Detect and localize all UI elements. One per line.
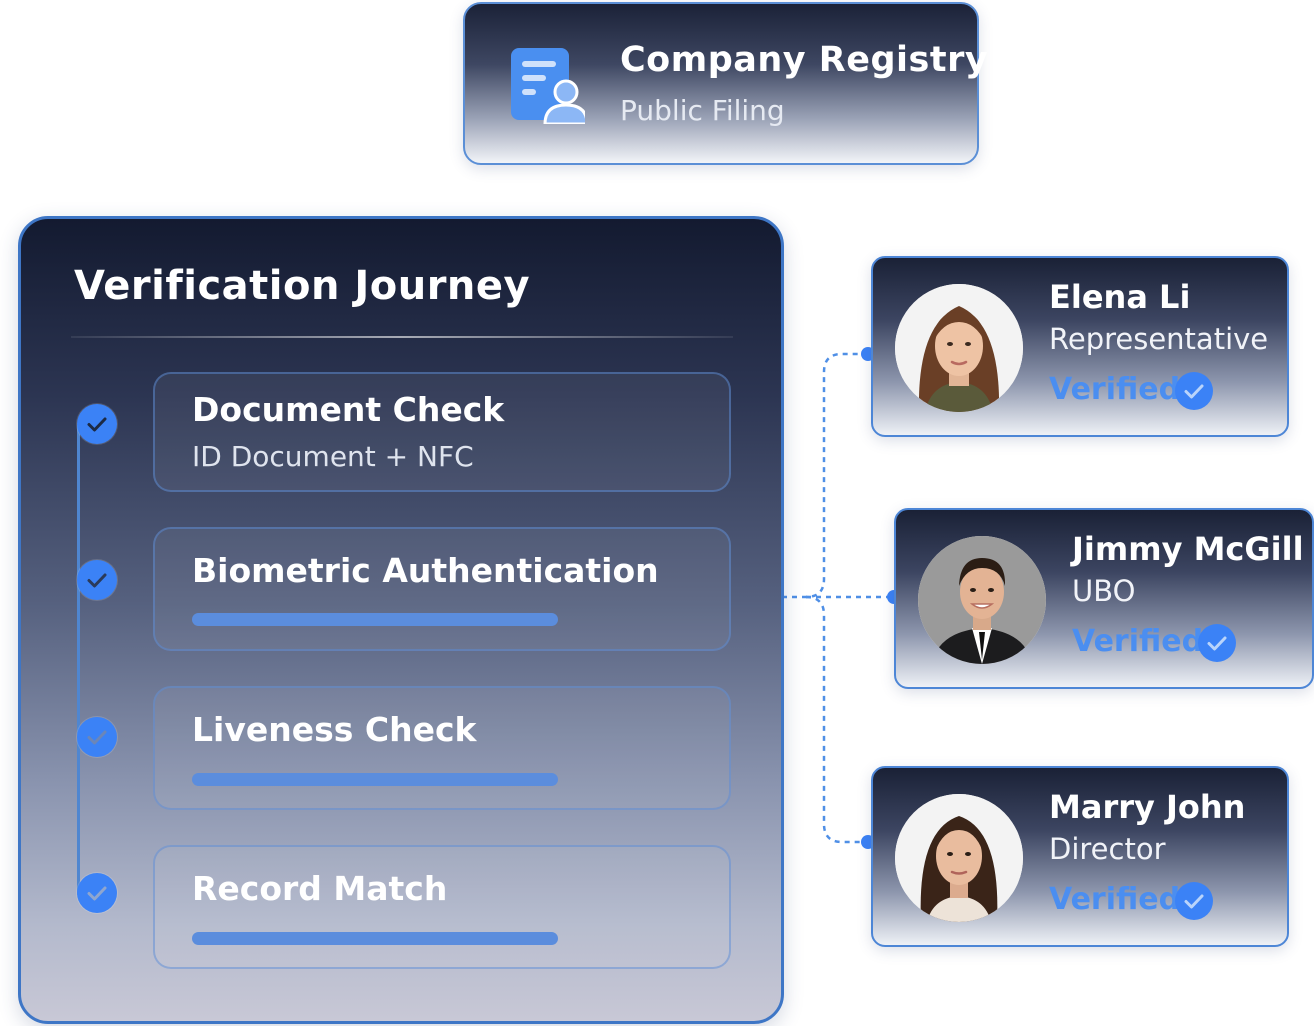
step-check-icon-biometric xyxy=(77,560,117,600)
company-registry-card[interactable]: Company Registry Public Filing xyxy=(463,2,988,165)
verified-check-icon xyxy=(1175,372,1213,410)
avatar xyxy=(918,536,1046,664)
step-document-check[interactable]: Document Check ID Document + NFC xyxy=(153,372,731,492)
step-subtitle: ID Document + NFC xyxy=(192,440,474,473)
registry-subtitle: Public Filing xyxy=(620,94,785,127)
person-status: Verified xyxy=(1049,372,1181,407)
step-biometric-authentication[interactable]: Biometric Authentication xyxy=(153,527,731,651)
avatar xyxy=(895,794,1023,922)
registry-document-user-icon xyxy=(511,48,585,124)
step-liveness-check[interactable]: Liveness Check xyxy=(153,686,731,810)
journey-title: Verification Journey xyxy=(74,263,531,309)
person-name: Marry John xyxy=(1049,788,1246,826)
registry-title: Company Registry xyxy=(620,40,989,80)
person-card-elena-li[interactable]: Elena Li Representative Verified xyxy=(871,256,1289,437)
verification-journey-panel: Verification Journey xyxy=(18,216,784,1024)
step-check-icon-liveness xyxy=(77,717,117,757)
person-role: Director xyxy=(1049,832,1166,866)
person-name: Jimmy McGill xyxy=(1072,530,1304,568)
step-title: Document Check xyxy=(192,390,505,429)
verified-check-icon xyxy=(1175,882,1213,920)
journey-divider xyxy=(71,336,733,338)
step-check-icon-record xyxy=(77,873,117,913)
step-progress-bar xyxy=(192,773,558,786)
person-status: Verified xyxy=(1049,882,1181,917)
step-title: Biometric Authentication xyxy=(192,551,659,590)
person-card-marry-john[interactable]: Marry John Director Verified xyxy=(871,766,1289,947)
person-role: Representative xyxy=(1049,322,1269,356)
step-progress-bar xyxy=(192,613,558,626)
step-progress-bar xyxy=(192,932,558,945)
avatar xyxy=(895,284,1023,412)
person-role: UBO xyxy=(1072,574,1136,608)
step-check-icon-document xyxy=(77,404,117,444)
step-title: Record Match xyxy=(192,869,448,908)
step-title: Liveness Check xyxy=(192,710,477,749)
timeline-line xyxy=(77,425,80,895)
step-record-match[interactable]: Record Match xyxy=(153,845,731,969)
verified-check-icon xyxy=(1198,624,1236,662)
person-card-jimmy-mcgill[interactable]: Jimmy McGill UBO Verified xyxy=(894,508,1314,689)
person-status: Verified xyxy=(1072,624,1204,659)
person-name: Elena Li xyxy=(1049,278,1191,316)
